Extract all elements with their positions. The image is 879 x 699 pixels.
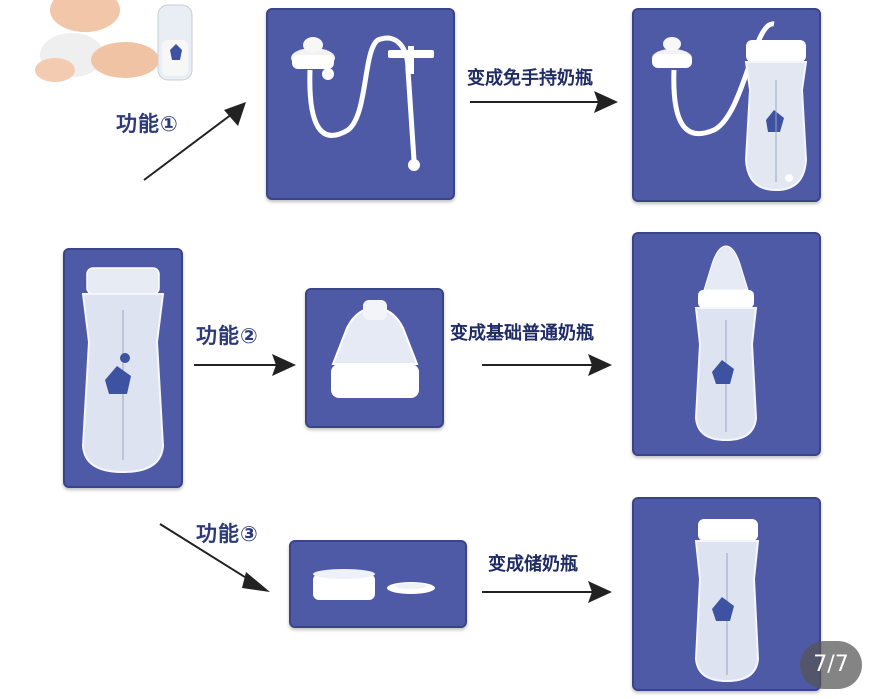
nipple-panel	[305, 288, 444, 428]
right-arrow-icon-3	[482, 581, 612, 603]
diagonal-arrow-icon-3	[159, 523, 270, 592]
storage-bottle-panel	[632, 497, 821, 691]
right-arrow-icon-2b	[482, 354, 612, 376]
function-label-2: 功能②	[196, 324, 259, 348]
bottle-body-panel	[63, 248, 183, 488]
function-label-3: 功能③	[196, 522, 259, 546]
function-label-1: 功能①	[116, 112, 179, 136]
result-caption-1: 变成免手持奶瓶	[467, 68, 593, 89]
result-caption-3: 变成储奶瓶	[488, 554, 578, 575]
result-caption-2: 变成基础普通奶瓶	[450, 323, 594, 344]
right-arrow-icon-1	[470, 91, 618, 113]
baby-photo	[30, 0, 200, 88]
basic-bottle-panel	[632, 232, 821, 456]
right-arrow-icon-2	[194, 354, 296, 376]
hands-free-bottle-panel	[632, 8, 821, 202]
sealing-cap-panel	[289, 540, 467, 628]
page-indicator-badge: 7/7	[800, 641, 862, 689]
diagonal-arrow-icon-1	[143, 102, 246, 181]
hands-free-kit-panel	[266, 8, 455, 200]
